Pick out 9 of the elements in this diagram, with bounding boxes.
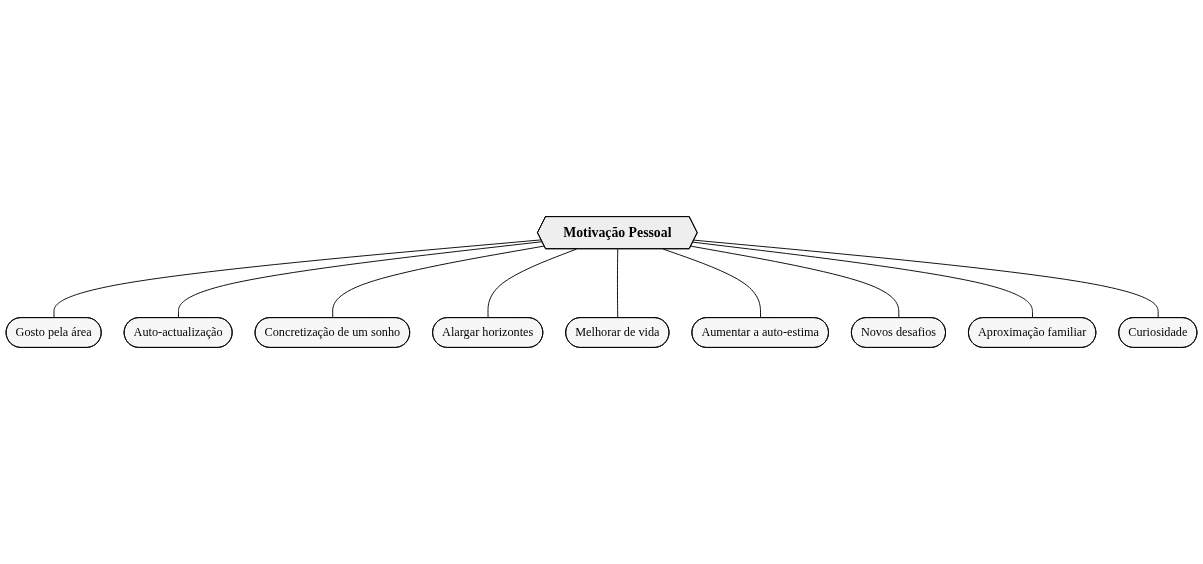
connector xyxy=(617,248,619,319)
connector xyxy=(693,239,1159,319)
connector xyxy=(178,241,543,319)
connector xyxy=(692,241,1033,319)
connector xyxy=(690,245,900,319)
connector xyxy=(487,248,577,319)
connector xyxy=(662,248,762,319)
connector xyxy=(332,245,545,319)
connector xyxy=(53,239,542,319)
